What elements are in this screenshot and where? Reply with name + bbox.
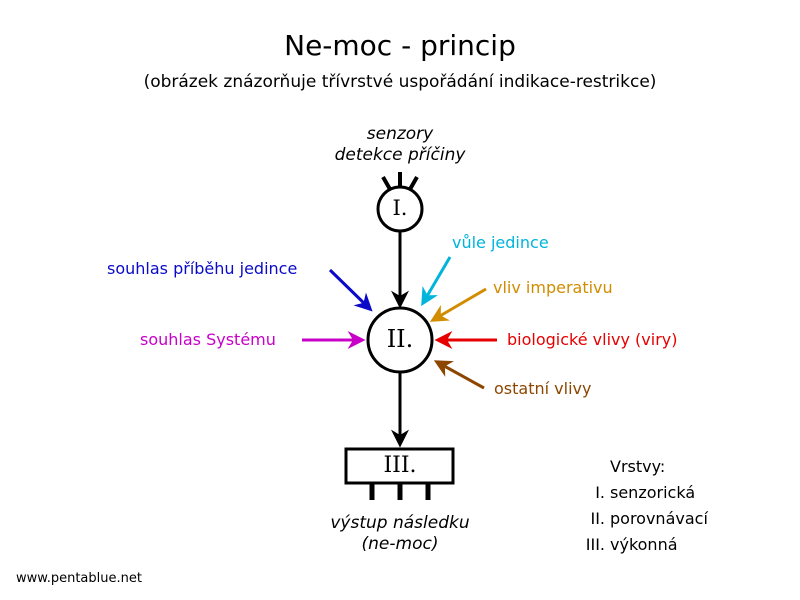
legend-item-3-name: výkonná [610,535,678,554]
sensors-label-line1: senzory [366,124,434,144]
sensors-label-line2: detekce příčiny [334,145,466,165]
sensors-label: senzory detekce příčiny [335,124,466,166]
arrow-imperative [429,287,487,322]
system-consent-label: souhlas Systému [140,330,276,349]
arrow-other [433,360,485,390]
layer3-node [344,447,455,485]
output-pins [369,483,431,500]
layer2-label: II. [386,325,414,353]
biological-label: biologické vlivy (viry) [507,330,678,349]
other-label: ostatní vlivy [494,379,592,398]
imperative-label: vliv imperativu [493,278,613,297]
page-subtitle: (obrázek znázorňuje třívrstvé uspořádání… [143,72,657,92]
legend-item-3-num: III. [585,535,605,554]
page-title: Ne-moc - princip [284,29,516,62]
output-label-line1: výstup následku [330,513,470,533]
output-label: výstup následku (ne-moc) [330,513,469,555]
layer1-label: I. [392,196,408,220]
output-label-line2: (ne-moc) [361,534,439,554]
legend-title: Vrstvy: [610,457,666,476]
arrow-story-consent [328,268,373,312]
legend-item-2-name: porovnávací [610,509,708,528]
legend-item-1-num: I. [595,483,605,502]
footer-link[interactable]: www.pentablue.net [16,571,142,586]
layer3-label: III. [383,453,417,478]
arrow-will [421,256,452,307]
legend-item-2-num: II. [590,509,605,528]
legend-item-1-name: senzorická [610,483,696,502]
will-label: vůle jedince [452,233,549,252]
story-consent-label: souhlas příběhu jedince [107,259,298,278]
